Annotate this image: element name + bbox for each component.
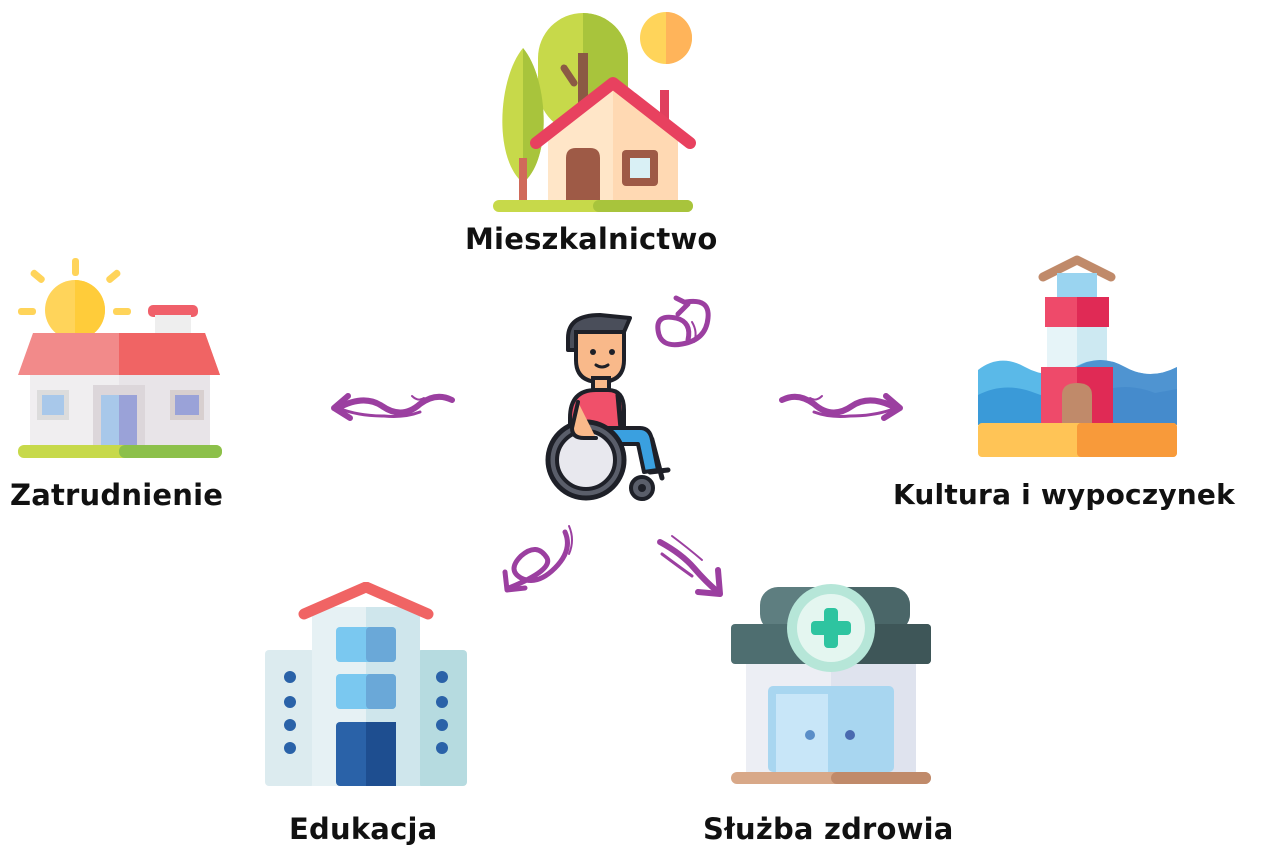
arrow-to-health: [652, 532, 732, 602]
label-employment: Zatrudnienie: [10, 478, 224, 512]
label-health: Służba zdrowia: [703, 812, 954, 846]
arrow-to-employment: [328, 388, 458, 433]
label-culture: Kultura i wypoczynek: [893, 478, 1235, 511]
arrow-to-culture: [776, 388, 906, 433]
house-with-trees-icon: [488, 8, 698, 218]
sunny-house-icon: [15, 255, 225, 465]
lighthouse-icon: [975, 255, 1180, 460]
label-housing: Mieszkalnictwo: [465, 222, 718, 256]
arrow-to-housing: [648, 292, 723, 367]
wheelchair-user-icon: [538, 310, 673, 505]
label-education: Edukacja: [289, 812, 438, 846]
hospital-icon: [728, 582, 934, 788]
arrow-to-education: [495, 520, 580, 600]
school-building-icon: [262, 582, 470, 790]
